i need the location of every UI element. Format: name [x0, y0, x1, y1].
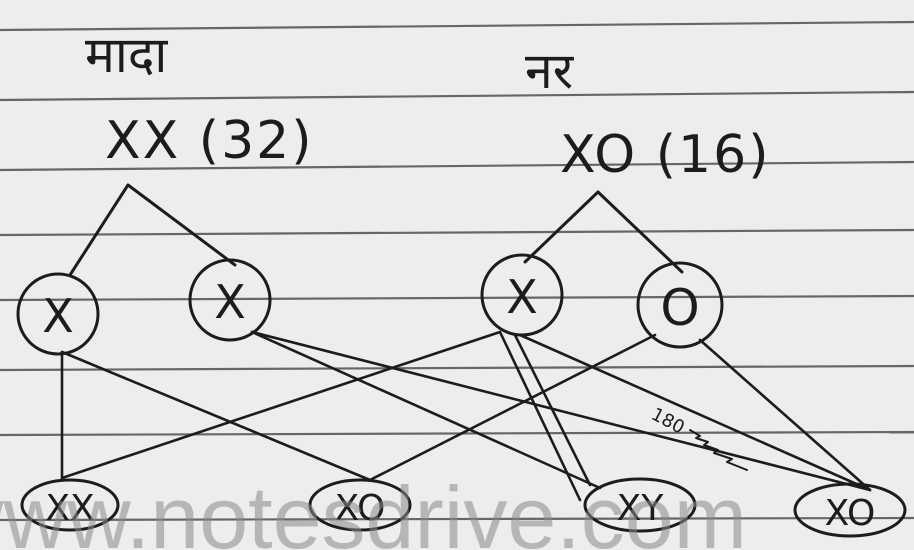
- offspring-3: XY: [583, 477, 697, 533]
- female-genotype: XX (32): [105, 111, 314, 171]
- svg-text:X: X: [214, 275, 246, 329]
- gametes: X X X O: [16, 253, 724, 356]
- svg-text:X: X: [42, 289, 74, 343]
- gamete-female-1: X: [16, 272, 100, 356]
- svg-text:X: X: [506, 270, 538, 324]
- svg-text:XO: XO: [825, 493, 876, 534]
- parent-branches: [68, 183, 684, 277]
- female-label: मादा: [85, 26, 168, 84]
- watermark: www.notesdrive.com: [0, 468, 747, 550]
- male-genotype: XO (16): [560, 125, 771, 185]
- svg-text:XX: XX: [45, 488, 94, 529]
- offspring-4: XO: [793, 482, 907, 538]
- gamete-male-o: O: [636, 261, 724, 349]
- svg-text:O: O: [660, 279, 699, 337]
- svg-text:XO: XO: [335, 488, 386, 529]
- offspring-1: XX: [20, 478, 120, 532]
- note-scribble: [689, 429, 748, 471]
- offspring-2: XO: [308, 478, 412, 532]
- gamete-female-2: X: [188, 258, 272, 342]
- offspring: XX XO XY XO: [20, 477, 907, 538]
- notebook-rules: [0, 20, 914, 522]
- gamete-male-x: X: [480, 253, 564, 337]
- cross-lines: [60, 330, 872, 502]
- svg-text:XY: XY: [617, 488, 665, 529]
- male-label: नर: [525, 42, 575, 100]
